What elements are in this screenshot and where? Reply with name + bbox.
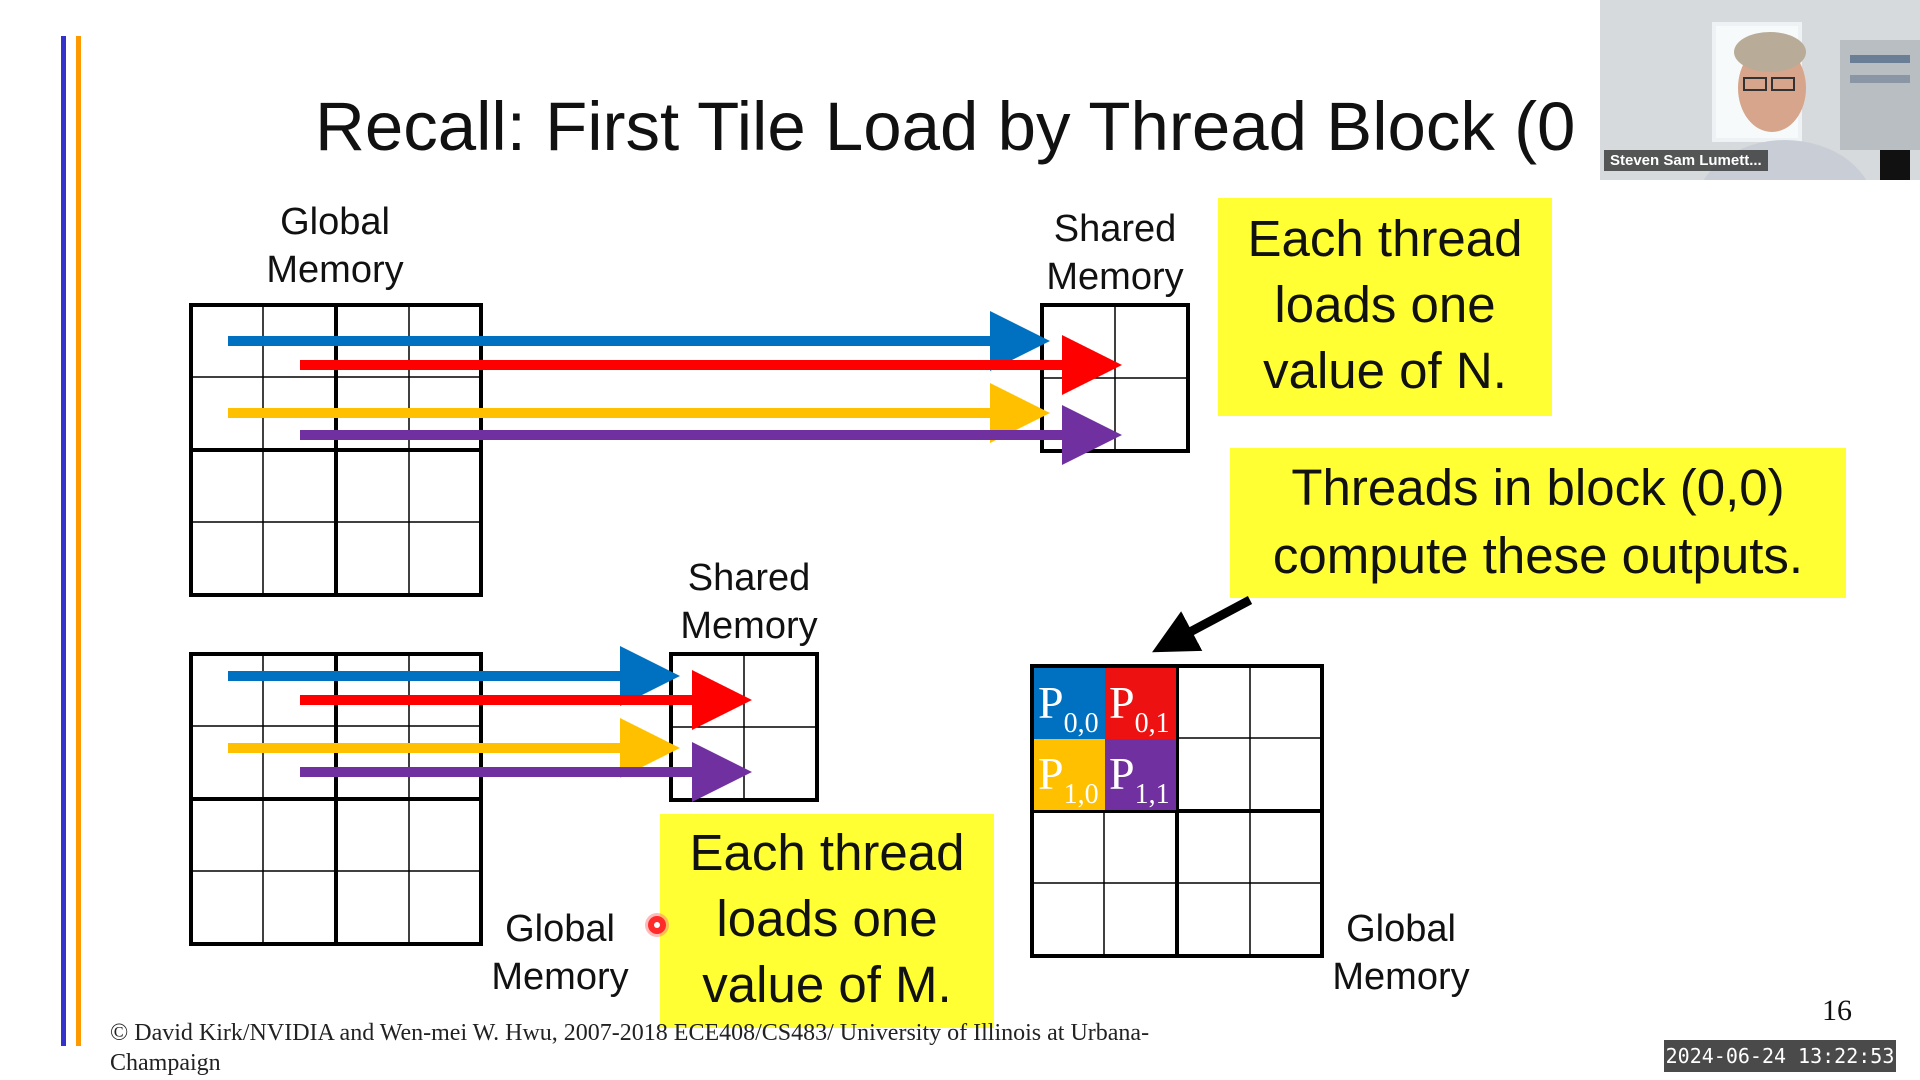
output-tile-p-0-1: P0,1 bbox=[1105, 668, 1176, 739]
output-tile-p-1-1: P1,1 bbox=[1105, 739, 1176, 810]
note-compute-outputs: Threads in block (0,0) compute these out… bbox=[1230, 448, 1846, 598]
arrows-load-n bbox=[228, 311, 1122, 465]
grid-shared-memory-top bbox=[1040, 303, 1190, 453]
output-tile-p-0-0: P0,0 bbox=[1034, 668, 1105, 739]
label-global-memory-p: Global Memory bbox=[1332, 908, 1470, 998]
presenter-name-label: Steven Sam Lumett... bbox=[1604, 150, 1768, 171]
arrow-to-outputs bbox=[1152, 596, 1253, 653]
page-number: 16 bbox=[1822, 994, 1852, 1027]
label-shared-memory-top: Shared Memory bbox=[1046, 208, 1184, 298]
slide-title: Recall: First Tile Load by Thread Block … bbox=[315, 88, 1576, 165]
output-tile-p-1-0: P1,0 bbox=[1034, 739, 1105, 810]
recording-timestamp: 2024-06-24 13:22:53 bbox=[1664, 1040, 1896, 1072]
grid-shared-memory-mid bbox=[669, 652, 819, 802]
label-global-memory-m: Global Memory bbox=[491, 908, 629, 998]
left-bar-orange bbox=[76, 36, 81, 1046]
laser-pointer-dot bbox=[648, 916, 666, 934]
note-load-m: Each thread loads one value of M. bbox=[660, 814, 994, 1028]
arrows-load-m bbox=[228, 646, 752, 802]
copyright-text: © David Kirk/NVIDIA and Wen-mei W. Hwu, … bbox=[110, 1020, 1150, 1076]
grid-global-memory-n bbox=[189, 303, 483, 597]
presenter-video-tile[interactable]: Steven Sam Lumett... bbox=[1600, 0, 1920, 180]
label-global-memory-top: Global Memory bbox=[266, 201, 404, 291]
note-load-n: Each thread loads one value of N. bbox=[1218, 198, 1552, 416]
left-bar-blue bbox=[61, 36, 66, 1046]
label-shared-memory-mid: Shared Memory bbox=[680, 557, 818, 647]
